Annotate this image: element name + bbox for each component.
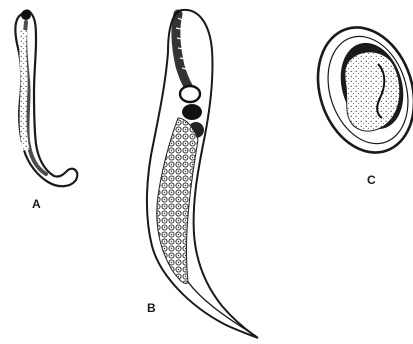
specimen-a-inner [23,30,26,150]
specimen-b-bulb-2 [182,104,202,120]
specimen-c-larva [345,52,400,131]
specimen-a [15,10,77,186]
specimen-b-bulb-1 [180,86,200,102]
specimen-b [147,10,258,338]
label-c: C [367,174,376,186]
label-b: B [147,302,156,314]
label-a: A [32,198,41,210]
specimen-a-head [21,10,31,20]
specimen-c [302,15,413,165]
